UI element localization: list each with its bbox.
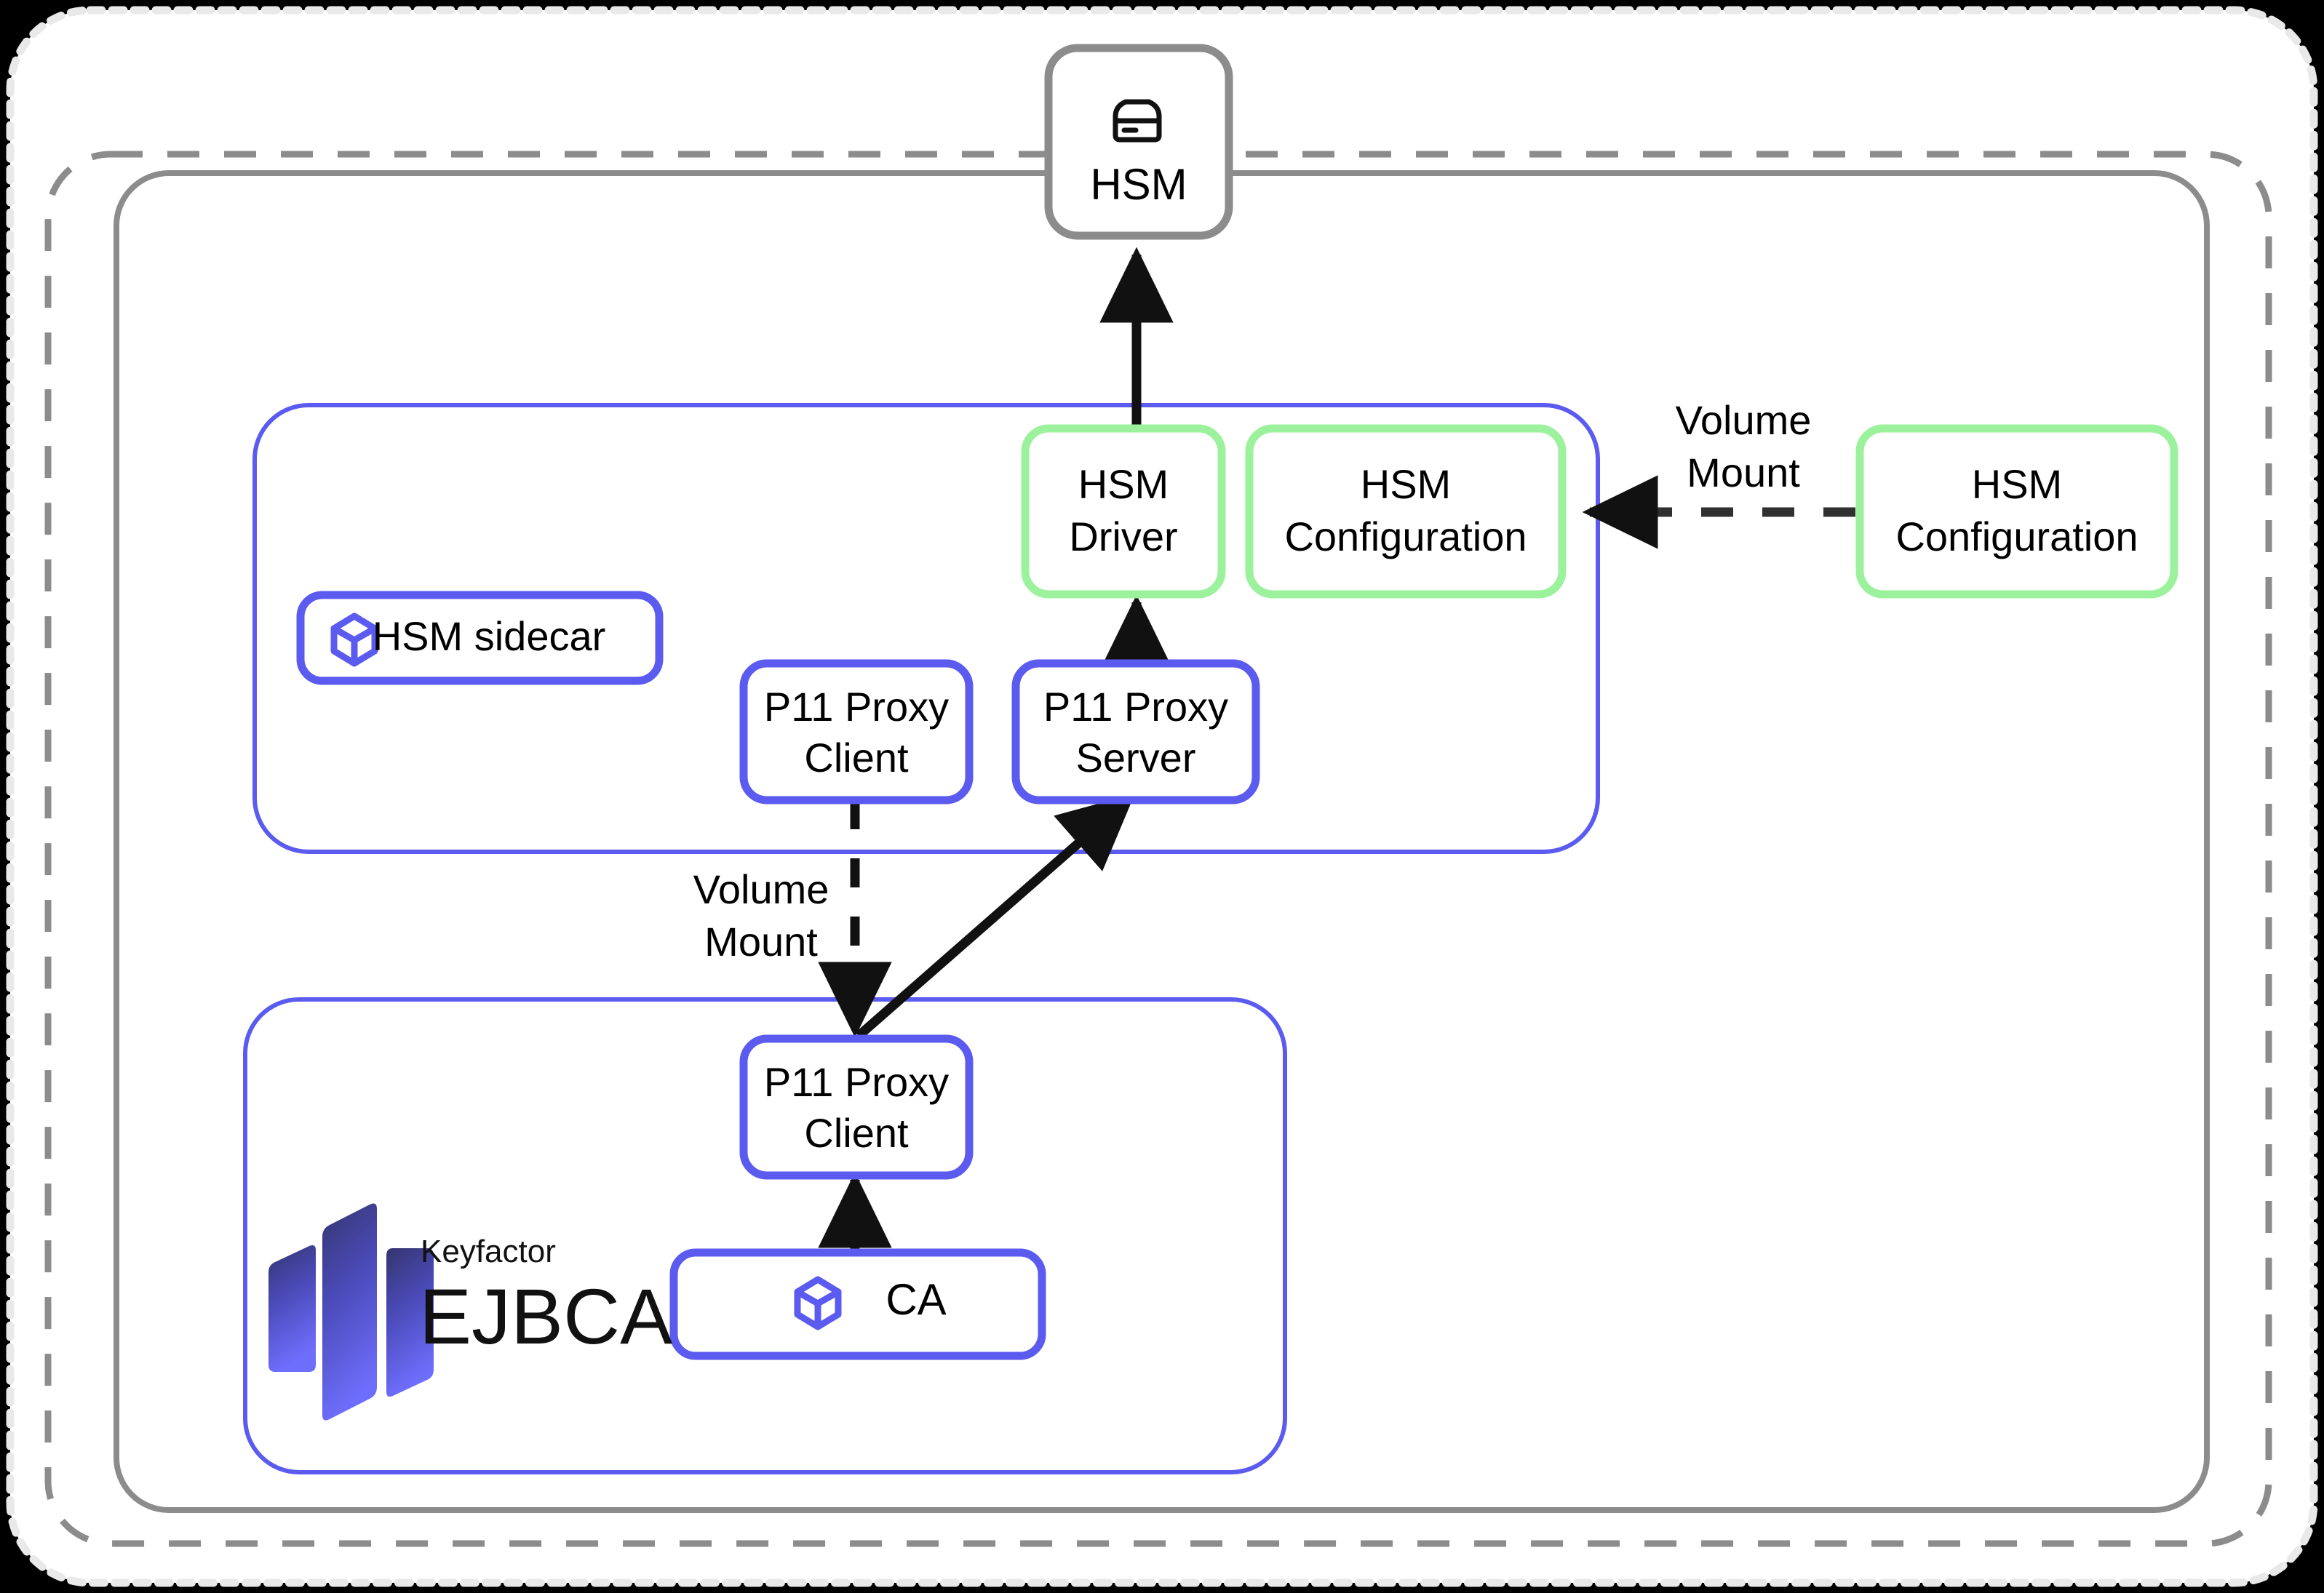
ejbca-logo: Keyfactor EJBCA	[268, 1203, 672, 1421]
node-hsm-driver[interactable]: HSM Driver	[1021, 424, 1226, 599]
node-p11-proxy-client-sidecar-label-1: P11 Proxy	[764, 684, 949, 730]
node-p11-proxy-client-sidecar-label-2: Client	[804, 735, 909, 780]
ejbca-logo-brand-small: Keyfactor	[421, 1234, 556, 1269]
node-p11-proxy-client-ejbca-label-2: Client	[804, 1110, 909, 1156]
node-hsm-driver-box[interactable]	[1021, 424, 1226, 599]
cube-icon	[330, 612, 378, 667]
node-ca-label: CA	[886, 1275, 946, 1324]
node-hsm-configuration-outer-box[interactable]	[1855, 424, 2178, 599]
node-hsm-sidecar-tag[interactable]: HSM sidecar	[296, 591, 664, 685]
hsm-sidecar-pod	[252, 403, 1600, 854]
edge-volume-mount-p11-client-label-2: Mount	[704, 919, 818, 965]
cube-icon	[794, 1276, 842, 1330]
edge-volume-mount-config-label-1: Volume	[1676, 397, 1812, 443]
node-p11-proxy-client-ejbca[interactable]: P11 Proxy Client	[739, 1034, 974, 1180]
node-hsm-configuration-outer-label-1: HSM	[1972, 461, 2062, 507]
node-p11-proxy-client-ejbca-label-1: P11 Proxy	[764, 1059, 949, 1105]
node-hsm-sidecar-tag-box[interactable]	[296, 591, 664, 685]
node-hsm-configuration-outer-label-2: Configuration	[1895, 514, 2138, 559]
node-hsm-driver-label-2: Driver	[1069, 514, 1177, 559]
node-hsm-driver-label-1: HSM	[1078, 461, 1169, 507]
node-ca-box[interactable]	[669, 1248, 1046, 1360]
node-ca[interactable]: CA	[669, 1248, 1046, 1360]
ejbca-pod	[243, 997, 1287, 1474]
node-p11-proxy-client-sidecar[interactable]: P11 Proxy Client	[739, 659, 974, 805]
node-p11-proxy-client-ejbca-box[interactable]	[739, 1034, 974, 1180]
node-hsm[interactable]: HSM	[1044, 44, 1233, 240]
node-hsm-sidecar-tag-label: HSM sidecar	[373, 613, 606, 659]
hsm-appliance-icon	[1113, 99, 1162, 143]
node-p11-proxy-server[interactable]: P11 Proxy Server	[1011, 659, 1260, 805]
edge-volume-mount-p11-client-label-1: Volume	[693, 866, 829, 912]
ejbca-logo-brand-large: EJBCA	[419, 1272, 672, 1360]
node-hsm-configuration-inner[interactable]: HSM Configuration	[1245, 424, 1567, 599]
keyfactor-bars-logo	[268, 1203, 434, 1421]
node-hsm-configuration-inner-box[interactable]	[1245, 424, 1567, 599]
edge-p11-client-to-p11-server	[855, 794, 1135, 1039]
node-p11-proxy-server-label-1: P11 Proxy	[1043, 684, 1228, 730]
node-p11-proxy-server-box[interactable]	[1011, 659, 1260, 805]
edge-volume-mount-config-label-2: Mount	[1687, 450, 1800, 495]
edge-volume-mount-config-label: Volume Mount	[1676, 397, 1812, 495]
node-hsm-configuration-inner-label-1: HSM	[1361, 461, 1451, 507]
node-p11-proxy-client-sidecar-box[interactable]	[739, 659, 974, 805]
node-hsm-label: HSM	[1090, 160, 1187, 209]
node-p11-proxy-server-label-2: Server	[1076, 735, 1196, 780]
node-hsm-configuration-inner-label-2: Configuration	[1284, 514, 1527, 559]
node-hsm-configuration-outer[interactable]: HSM Configuration	[1855, 424, 2178, 599]
edge-volume-mount-p11-client-label: Volume Mount	[693, 866, 829, 965]
